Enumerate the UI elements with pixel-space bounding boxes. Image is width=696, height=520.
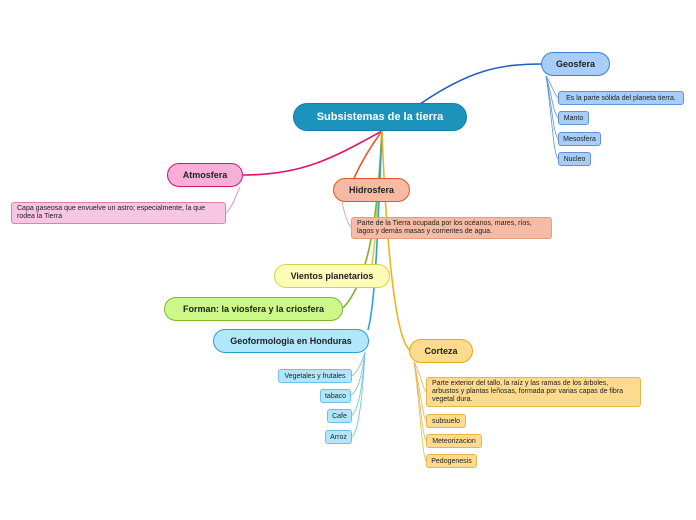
geoformologia-item-arroz[interactable]: Arroz [325,430,352,444]
topic-corteza[interactable]: Corteza [409,339,473,363]
corteza-item-subsuelo[interactable]: subsuelo [426,414,466,428]
corteza-item-pedogenesis[interactable]: Pedogenesis [426,454,477,468]
geosfera-item-manto[interactable]: Manto [558,111,589,125]
geosfera-item-mesosfera[interactable]: Mesosfera [558,132,601,146]
topic-atmosfera[interactable]: Atmosfera [167,163,243,187]
geoformologia-item-vegetales[interactable]: Vegetales y frutales [278,369,352,383]
corteza-description[interactable]: Parte exterior del tallo, la raíz y las … [426,377,641,407]
topic-geosfera[interactable]: Geosfera [541,52,610,76]
geoformologia-item-cafe[interactable]: Cafe [327,409,352,423]
topic-geoformologia[interactable]: Geoformologia en Honduras [213,329,369,353]
topic-forman[interactable]: Forman: la viosfera y la criosfera [164,297,343,321]
topic-hidrosfera[interactable]: Hidrosfera [333,178,410,202]
center-topic[interactable]: Subsistemas de la tierra [293,103,467,131]
link-corteza [381,130,411,351]
topic-vientos-planetarios[interactable]: Vientos planetarios [274,264,390,288]
atmosfera-description[interactable]: Capa gaseosa que envuelve un astro; espe… [11,202,226,224]
geosfera-item-definition[interactable]: Es la parte sólida del planeta tierra. [558,91,684,105]
link-geoformologia [367,130,383,331]
geosfera-item-nucleo[interactable]: Nucleo [558,152,591,166]
link-geosfera [419,63,543,105]
corteza-item-meteorizacion[interactable]: Meteorizacion [426,434,482,448]
geoformologia-item-tabaco[interactable]: tabaco [320,389,351,403]
hidrosfera-description[interactable]: Parte de la Tierra ocupada por los océan… [351,217,552,239]
link-hidrosfera [353,130,383,179]
link-atmosfera [242,130,383,176]
